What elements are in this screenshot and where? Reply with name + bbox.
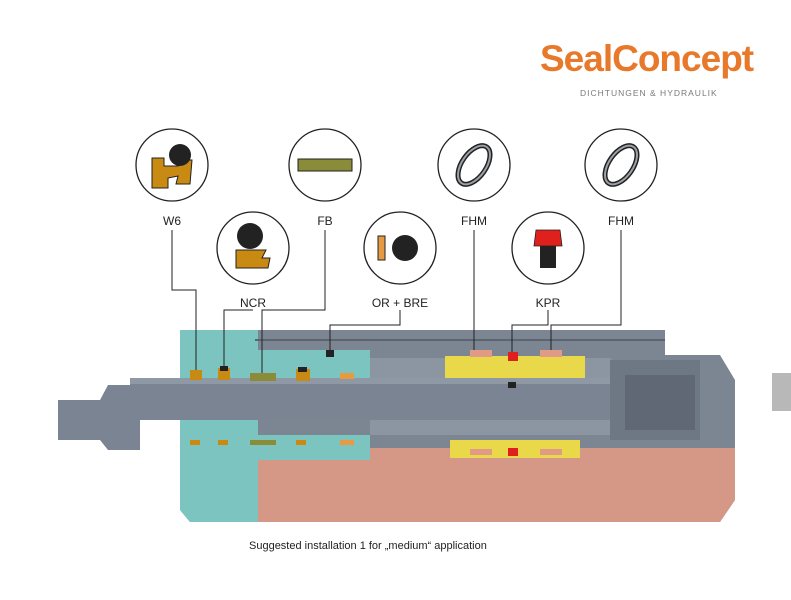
side-tab[interactable] (772, 373, 791, 411)
brand-logo: SealConcept DICHTUNGEN & HYDRAULIK (540, 38, 754, 100)
seal-label-w6: W6 (163, 214, 181, 228)
seal-icon-fb (288, 128, 362, 202)
seal-label-or-bre: OR + BRE (371, 296, 429, 310)
seal-icon-or-bre (363, 211, 437, 285)
cylinder-cutaway (58, 330, 735, 522)
seal-icon-ncr (216, 211, 290, 285)
seal-icon-kpr (511, 211, 585, 285)
figure-caption: Suggested installation 1 for „medium“ ap… (249, 540, 487, 552)
seal-icon-fhm-1 (437, 128, 511, 202)
seal-label-fhm-1: FHM (461, 214, 487, 228)
seal-icon-fhm-2 (584, 128, 658, 202)
seal-icon-w6 (135, 128, 209, 202)
brand-subtitle: DICHTUNGEN & HYDRAULIK (580, 88, 718, 98)
brand-name: SealConcept (540, 38, 754, 79)
seal-label-ncr: NCR (240, 296, 266, 310)
seal-label-kpr: KPR (535, 296, 561, 310)
seal-label-fb: FB (317, 214, 333, 228)
leader-lines (171, 230, 622, 373)
seal-label-fhm-2: FHM (608, 214, 634, 228)
